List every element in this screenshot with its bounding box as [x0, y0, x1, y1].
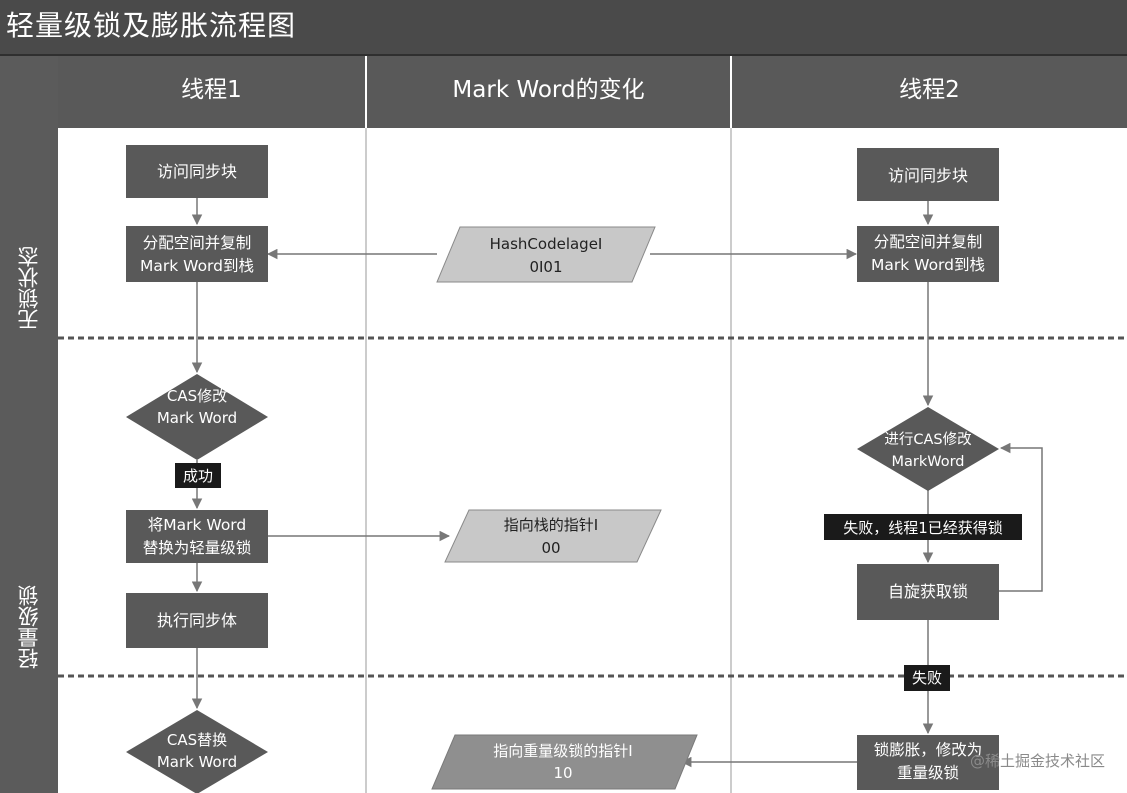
mw-heavy-pointer-text-line2: 10: [553, 764, 572, 782]
t2-copy-box: [857, 226, 999, 282]
t1-cas-text-line1: CAS修改: [167, 387, 227, 405]
t2-copy-text-line2: Mark Word到栈: [871, 256, 985, 274]
lane-label-strip: [0, 56, 58, 793]
t1-cas-text-line2: Mark Word: [157, 409, 237, 427]
t1-cas2-diamond: [126, 710, 268, 793]
t2-cas-text-line1: 进行CAS修改: [884, 431, 972, 448]
mw-heavy-pointer-parallelogram: [431, 734, 698, 790]
t2-fail-label-bg: [904, 665, 950, 691]
column-header-thread1-label: 线程1: [181, 77, 242, 103]
t1-copy-box: [126, 226, 268, 282]
t1-cas-diamond: [126, 374, 268, 460]
page-title: 轻量级锁及膨胀流程图: [6, 9, 297, 42]
t1-access-box: [126, 145, 268, 198]
mw-stack-pointer-text-line1: 指向栈的指针I: [504, 516, 598, 534]
t1-replace-text-line1: 将Mark Word: [148, 516, 247, 534]
t2-cas-text-line2: MarkWord: [891, 454, 964, 470]
column-header-markword: Mark Word的变化: [367, 56, 730, 128]
t2-inflate-box: [857, 735, 999, 790]
arrow-t2-spin-retry: [998, 442, 1043, 592]
t2-fail-message-bg: [824, 514, 1022, 540]
title-bar: 轻量级锁及膨胀流程图: [0, 0, 1127, 56]
mw-hashcode-parallelogram: [436, 226, 656, 283]
t1-cas2-text-line2: Mark Word: [157, 753, 237, 771]
t1-success-label-bg: [175, 463, 221, 488]
t1-copy-text-line1: 分配空间并复制: [143, 234, 252, 252]
mw-hashcode-text-line2: 0I01: [529, 258, 562, 276]
t1-access-text: 访问同步块: [157, 162, 237, 181]
column-header-thread2: 线程2: [732, 56, 1127, 128]
watermark: @稀土掘金技术社区: [969, 752, 1105, 770]
t2-inflate-text-line1: 锁膨胀，修改为: [874, 741, 983, 759]
t2-spin-box: [857, 564, 999, 620]
column-header-thread2-label: 线程2: [899, 77, 960, 103]
mw-stack-pointer-text-line2: 00: [541, 539, 560, 557]
t2-cas-diamond: [857, 407, 999, 491]
t2-copy-text-line1: 分配空间并复制: [874, 233, 983, 251]
t2-fail-message: 失败，线程1已经获得锁: [843, 519, 1003, 537]
t2-access-box: [857, 148, 999, 201]
t1-replace-box: [126, 510, 268, 563]
column-header-markword-label: Mark Word的变化: [452, 77, 645, 103]
t2-inflate-text-line2: 重量级锁: [897, 764, 959, 782]
t2-access-text: 访问同步块: [888, 166, 968, 185]
mw-heavy-pointer-text-line1: 指向重量级锁的指针I: [493, 742, 632, 760]
t1-replace-text-line2: 替换为轻量级锁: [143, 539, 252, 557]
t1-copy-text-line2: Mark Word到栈: [140, 257, 254, 275]
t2-spin-text: 自旋获取锁: [888, 582, 968, 601]
t1-exec-text: 执行同步体: [157, 611, 237, 630]
column-header-thread1: 线程1: [58, 56, 365, 128]
t1-exec-box: [126, 593, 268, 648]
t1-success-label: 成功: [183, 467, 213, 485]
mw-hashcode-text-line1: HashCodelageI: [490, 235, 603, 253]
t1-cas2-text-line1: CAS替换: [167, 731, 227, 749]
mw-stack-pointer-parallelogram: [444, 509, 662, 563]
t2-fail-label: 失败: [912, 669, 942, 687]
